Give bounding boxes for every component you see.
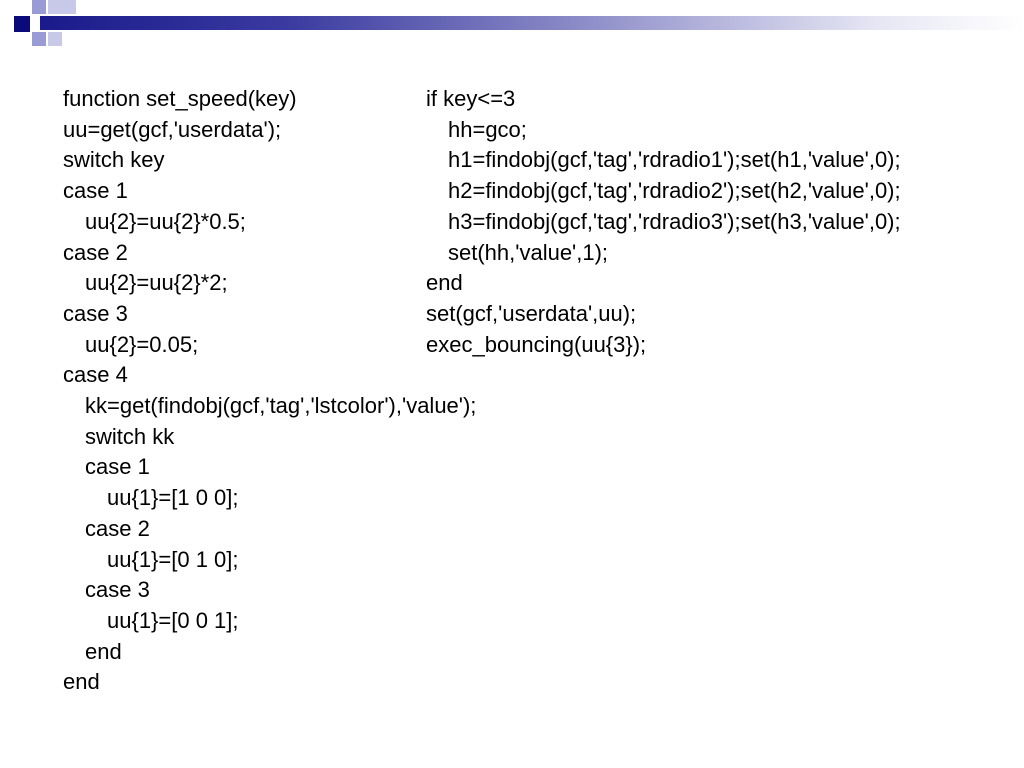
code-column-right: if key<=3 hh=gco; h1=findobj(gcf,'tag','rd… [426, 84, 901, 360]
right-code-line: end [426, 270, 463, 296]
right-code-line: exec_bouncing(uu{3}); [426, 331, 647, 357]
left-code-line: switch key [63, 147, 165, 173]
left-code-line: case 2 [85, 515, 150, 541]
code-column-left: function set_speed(key) uu=get(gcf,'userd… [63, 84, 476, 698]
left-code-line: case 4 [63, 362, 128, 388]
left-code-line: function set_speed(key) [63, 86, 297, 111]
right-code-line: hh=gco; [448, 116, 527, 142]
right-code-line: if key<=3 [426, 86, 516, 111]
left-code-line: case 1 [63, 178, 128, 204]
left-code-line: end [63, 669, 100, 695]
header-square-pale-lower [48, 32, 62, 46]
left-code-line: case 2 [63, 239, 128, 265]
header-square-light [32, 0, 46, 14]
right-code-line: h3=findobj(gcf,'tag','rdradio3');set(h3,… [448, 208, 901, 234]
left-code-line: uu{2}=uu{2}*2; [85, 270, 228, 296]
left-code-line: end [85, 638, 122, 664]
right-code-line: h1=findobj(gcf,'tag','rdradio1');set(h1,… [448, 147, 901, 173]
right-code-line: set(gcf,'userdata',uu); [426, 300, 637, 326]
right-code-line: set(hh,'value',1); [448, 239, 609, 265]
left-code-line: uu{2}=uu{2}*0.5; [85, 208, 246, 234]
left-code-line: switch kk [85, 423, 175, 449]
left-code-line: uu=get(gcf,'userdata'); [63, 116, 282, 142]
left-code-line: uu{1}=[0 1 0]; [107, 546, 239, 572]
header-square-dark [14, 16, 30, 32]
left-code-line: kk=get(findobj(gcf,'tag','lstcolor'),'va… [85, 393, 477, 419]
left-code-line: uu{1}=[0 0 1]; [107, 607, 239, 633]
left-code-line: uu{2}=0.05; [85, 331, 199, 357]
left-code-line: uu{1}=[1 0 0]; [107, 485, 239, 511]
header-gradient-band [40, 16, 1024, 30]
right-code-line: h2=findobj(gcf,'tag','rdradio2');set(h2,… [448, 178, 901, 204]
header-square-light-lower [32, 32, 46, 46]
left-code-line: case 3 [85, 577, 150, 603]
header-square-pale [48, 0, 76, 14]
left-code-line: case 3 [63, 300, 128, 326]
left-code-line: case 1 [85, 454, 150, 480]
